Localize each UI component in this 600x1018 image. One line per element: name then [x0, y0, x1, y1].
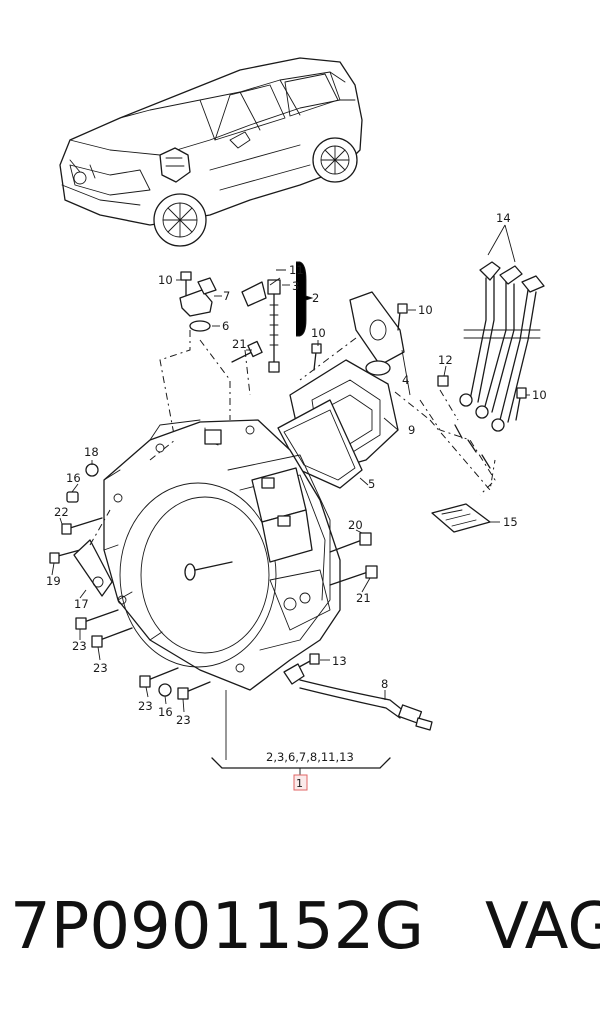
- callout-23b: 23: [93, 661, 108, 675]
- callout-10c: 10: [311, 326, 326, 340]
- callout-7: 7: [223, 289, 230, 303]
- callout-9: 9: [408, 423, 415, 437]
- callout-23c: 23: [138, 699, 153, 713]
- callout-18: 18: [84, 445, 99, 459]
- upper-left-fittings: [159, 261, 314, 441]
- callout-16a: 16: [66, 471, 81, 485]
- main-housing: [103, 419, 341, 691]
- nut-and-screw-right: [437, 375, 527, 421]
- callout-23d: 23: [176, 713, 191, 727]
- callout-11: 11: [289, 263, 304, 277]
- callout-21b: 21: [356, 591, 371, 605]
- callout-14: 14: [496, 211, 511, 225]
- part-number-footer: 7P0901152G VAG: [10, 895, 600, 959]
- assembly-number: 1: [296, 777, 303, 790]
- callout-13: 13: [332, 654, 347, 668]
- callout-21a: 21: [232, 337, 247, 351]
- callout-8: 8: [381, 677, 388, 691]
- exploded-parts-diagram: 14 11 10 7 3 2 6 10 10 21 4 12 10 9 18 1…: [46, 57, 547, 791]
- sensor-cable: [283, 653, 433, 731]
- label-plate: [431, 503, 500, 533]
- callout-5: 5: [368, 477, 375, 491]
- left-small-parts: [49, 463, 113, 597]
- callout-20: 20: [348, 518, 363, 532]
- callout-23a: 23: [72, 639, 87, 653]
- brand-name: VAG: [484, 890, 600, 964]
- callout-12: 12: [438, 353, 453, 367]
- tube-assembly: [419, 224, 545, 496]
- callout-labels: 14 11 10 7 3 2 6 10 10 21 4 12 10 9 18 1…: [46, 211, 547, 790]
- cover-plate-assembly: [277, 291, 431, 489]
- assembly-parts-list: 2,3,6,7,8,11,13: [266, 750, 354, 764]
- callout-3: 3: [292, 279, 299, 293]
- assembly-number-box: [293, 774, 308, 791]
- callout-15: 15: [503, 515, 518, 529]
- vehicle-illustration: [59, 57, 363, 247]
- callout-16b: 16: [158, 705, 173, 719]
- leader-lines: [51, 269, 530, 760]
- callout-10d: 10: [532, 388, 547, 402]
- callout-4: 4: [402, 373, 409, 387]
- callout-10a: 10: [158, 273, 173, 287]
- right-bolts: [329, 532, 378, 586]
- callout-22: 22: [54, 505, 69, 519]
- callout-10b: 10: [418, 303, 433, 317]
- callout-17: 17: [74, 597, 89, 611]
- part-number: 7P0901152G: [10, 890, 424, 964]
- bolt-21-upper: [231, 340, 263, 363]
- callout-19: 19: [46, 574, 61, 588]
- assembly-bracket: [211, 757, 391, 791]
- callout-6: 6: [222, 319, 229, 333]
- callout-2: 2: [312, 291, 319, 305]
